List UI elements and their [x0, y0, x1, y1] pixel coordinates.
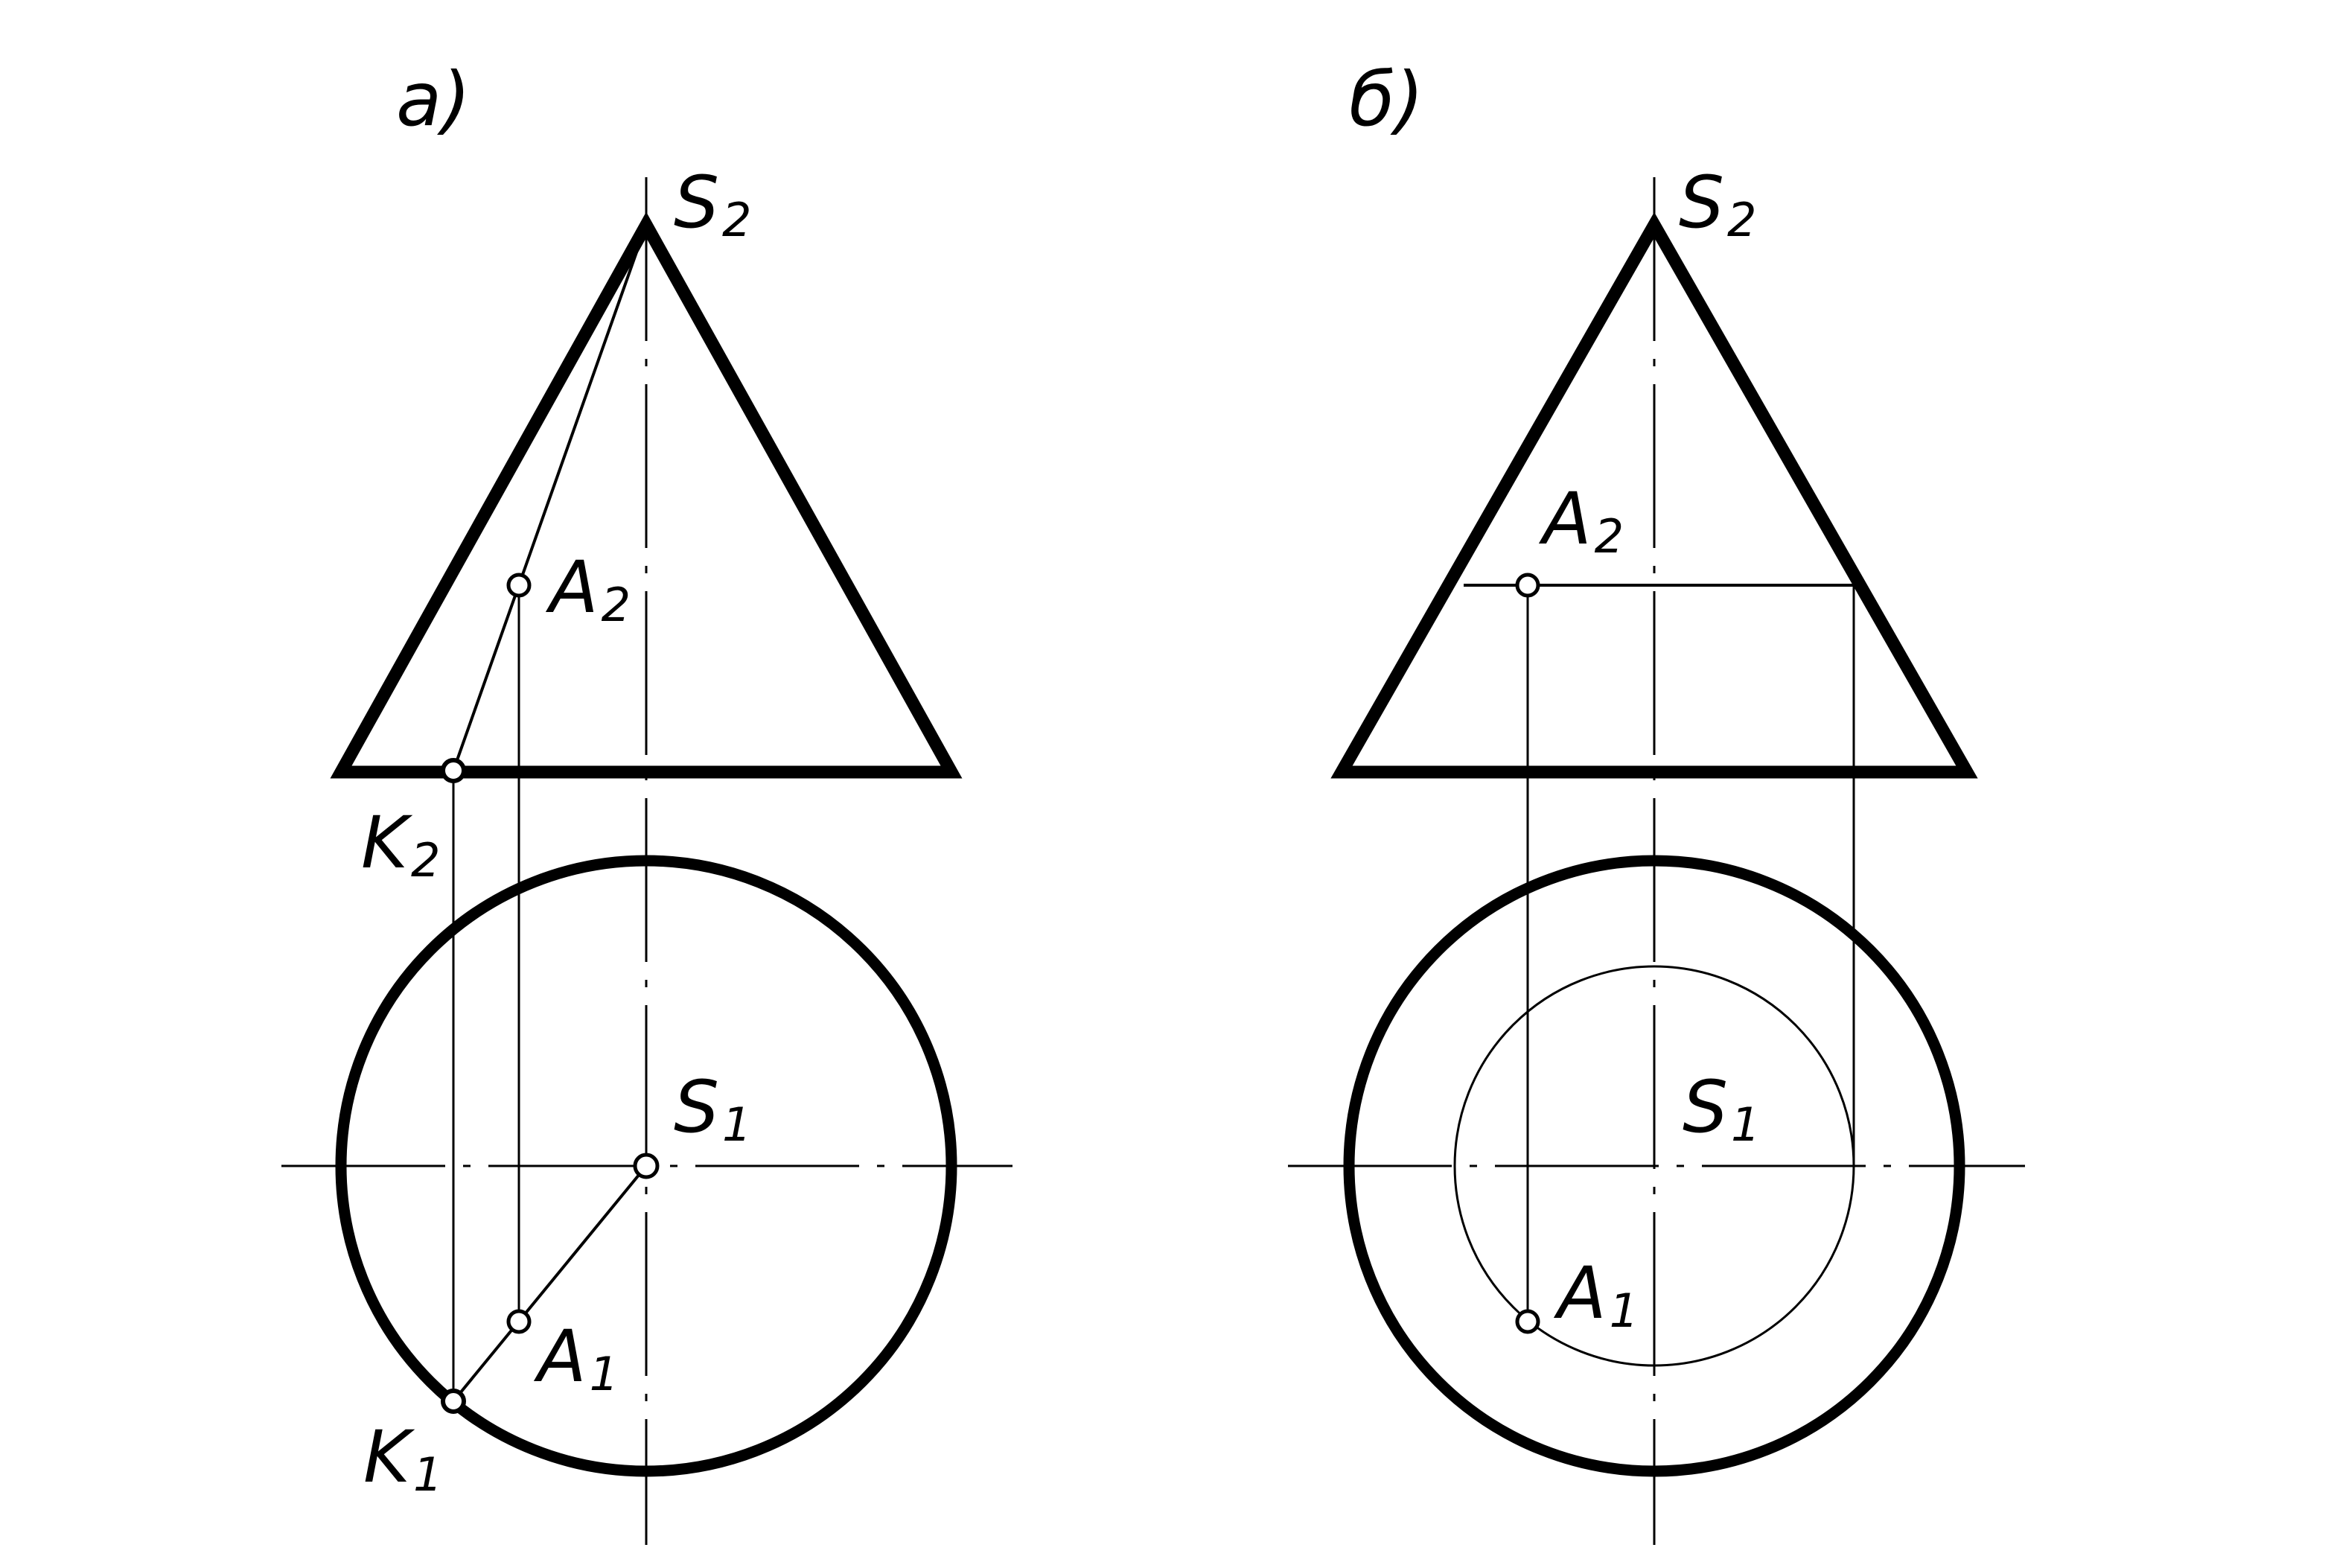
fig-b-point-a2 [1515, 573, 1540, 598]
fig-b-cone-base-top-view [1343, 855, 1965, 1477]
fig-a-label-a2: A2 [545, 546, 631, 632]
fig-a-generatrix-top [452, 1164, 648, 1403]
fig-b-cone-front-view [1330, 211, 1978, 779]
fig-b-point-a1 [1515, 1309, 1540, 1334]
fig-a-cone-base-top-view [335, 855, 957, 1477]
fig-a-cone-front-view [330, 211, 963, 779]
fig-a-label-k2: K2 [361, 801, 440, 887]
fig-b-label-s1: S1 [1683, 1065, 1760, 1152]
fig-a-point-a1 [506, 1309, 532, 1334]
fig-b-label-a1: A1 [1553, 1252, 1639, 1338]
fig-a-point-a2 [506, 573, 532, 598]
fig-b-label-a2: A2 [1538, 477, 1624, 564]
figure-a: a) S2 A2 K2 S1 A1 K1 [281, 56, 1012, 1545]
fig-a-label-k1: K1 [363, 1415, 442, 1502]
fig-b-label-s2: S2 [1679, 161, 1756, 247]
fig-a-point-s1 [633, 1153, 660, 1179]
fig-a-label-s1: S1 [674, 1065, 751, 1152]
fig-a-point-k2 [441, 758, 466, 783]
fig-a-generatrix-front [452, 224, 648, 771]
fig-a-label-s2: S2 [674, 161, 751, 247]
fig-a-point-k1 [441, 1389, 466, 1414]
figure-b: б) S2 A2 S1 A1 [1288, 56, 2025, 1545]
fig-a-label-a1: A1 [533, 1315, 619, 1401]
fig-a-title: a) [396, 56, 471, 143]
fig-b-title: б) [1349, 56, 1424, 143]
